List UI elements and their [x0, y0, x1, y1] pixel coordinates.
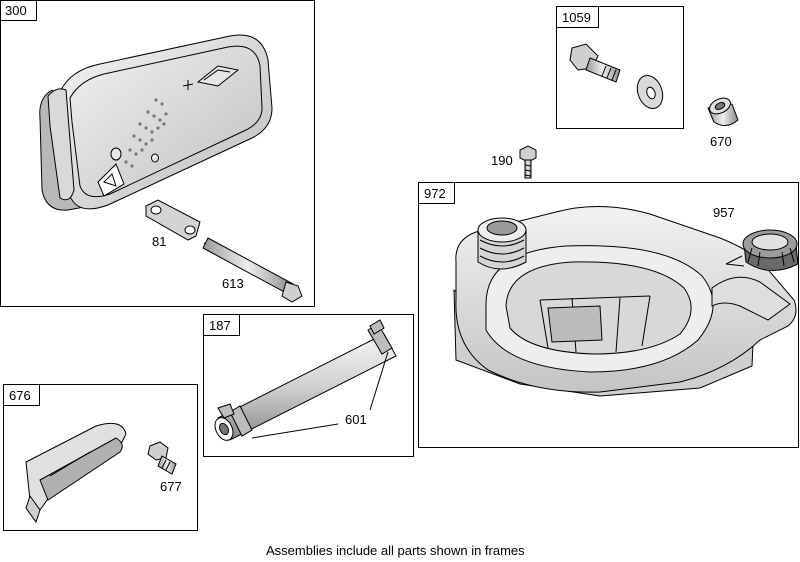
part-1059-washer [636, 75, 664, 109]
frame-label-676: 676 [9, 388, 31, 403]
frame-187: 187 [203, 314, 414, 457]
part-label-81: 81 [152, 234, 166, 249]
part-190-screw: 190 [491, 145, 537, 179]
muffler-guard [39, 34, 273, 211]
part-957-fuel-cap: 957 [713, 205, 799, 271]
frame-label-300: 300 [5, 3, 27, 18]
part-label-957: 957 [713, 205, 735, 220]
part-670-spacer: 670 [707, 97, 739, 149]
frame-1059: 1059 [556, 6, 684, 129]
part-677-screw: 677 [147, 441, 182, 494]
part-label-613: 613 [222, 276, 244, 291]
frame-label-972: 972 [424, 186, 446, 201]
part-1059-shoulder-bolt [569, 43, 621, 83]
part-676-heat-shield [25, 422, 127, 524]
part-label-190: 190 [491, 153, 513, 168]
part-601-fuel-line: 601 [214, 319, 397, 441]
frame-972: 972 [418, 182, 799, 448]
frame-676: 676 [3, 384, 198, 531]
part-613-bolt: 613 [202, 237, 303, 303]
part-81-gasket-plate: 81 [145, 199, 201, 249]
fuel-tank [453, 206, 797, 397]
frame-label-1059: 1059 [562, 10, 591, 25]
frame-label-187: 187 [209, 318, 231, 333]
part-label-677: 677 [160, 479, 182, 494]
part-label-670: 670 [710, 134, 732, 149]
diagram-caption: Assemblies include all parts shown in fr… [266, 543, 525, 558]
frame-300: 300 [0, 0, 315, 307]
part-label-601: 601 [345, 412, 367, 427]
